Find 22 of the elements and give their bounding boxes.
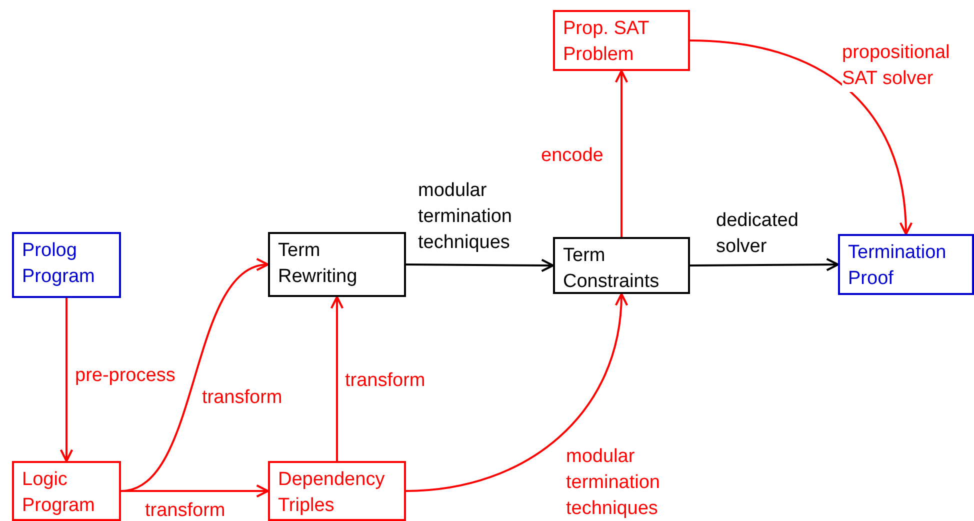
arrow <box>406 258 554 272</box>
arrow <box>121 484 270 498</box>
box-text: Logic Program <box>22 468 96 518</box>
arrow <box>614 70 628 237</box>
process-box <box>553 10 690 71</box>
arrow <box>690 258 840 272</box>
process-box <box>12 232 121 298</box>
box-text: Prop. SAT Problem <box>563 17 650 67</box>
process-box <box>553 237 690 294</box>
box-text: Term Constraints <box>563 244 660 294</box>
box-text: Termination Proof <box>848 241 948 291</box>
process-box <box>12 461 121 521</box>
process-box <box>268 232 406 297</box>
box-text: Prolog Program <box>22 239 96 289</box>
arrow <box>690 40 912 236</box>
box-text: Term Rewriting <box>278 239 358 289</box>
process-box <box>268 461 406 521</box>
arrow <box>60 298 74 462</box>
process-box <box>838 234 974 295</box>
arrow <box>406 292 628 492</box>
arrow <box>330 296 344 461</box>
box-text: Dependency Triples <box>278 468 386 518</box>
